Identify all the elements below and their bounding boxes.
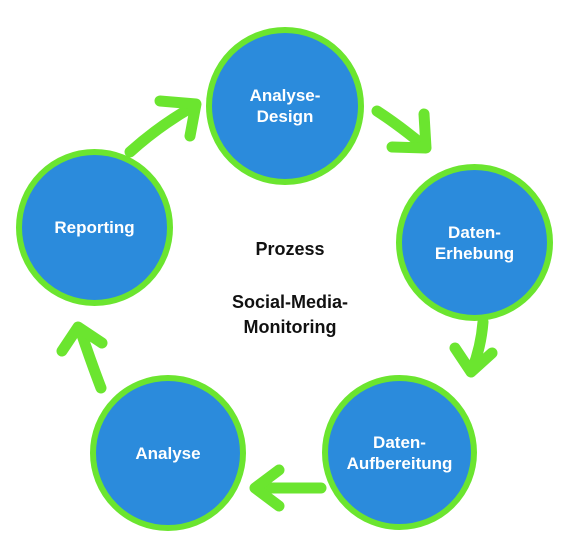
arrow-design-to-erhebung xyxy=(371,105,432,154)
node-label: Daten- Erhebung xyxy=(434,222,515,263)
arrow-erhebung-to-aufbereitung xyxy=(449,316,498,378)
center-subtitle: Social-Media- Monitoring xyxy=(231,292,349,337)
node-daten-aufbereitung: Daten- Aufbereitung xyxy=(322,375,477,530)
node-label: Reporting xyxy=(54,218,135,237)
node-daten-erhebung: Daten- Erhebung xyxy=(396,164,553,321)
center-title: Prozess xyxy=(255,239,325,259)
arrow-reporting-to-design xyxy=(124,95,202,158)
node-reporting: Reporting xyxy=(16,149,173,306)
node-analyse: Analyse xyxy=(90,375,246,531)
arrow-aufbereitung-to-analyse xyxy=(249,464,327,512)
node-label: Analyse- Design xyxy=(249,86,321,126)
node-analyse-design: Analyse- Design xyxy=(206,27,364,185)
node-label: Daten- Aufbereitung xyxy=(346,432,453,473)
arrow-analyse-to-reporting xyxy=(56,321,108,394)
node-label: Analyse xyxy=(135,443,201,463)
